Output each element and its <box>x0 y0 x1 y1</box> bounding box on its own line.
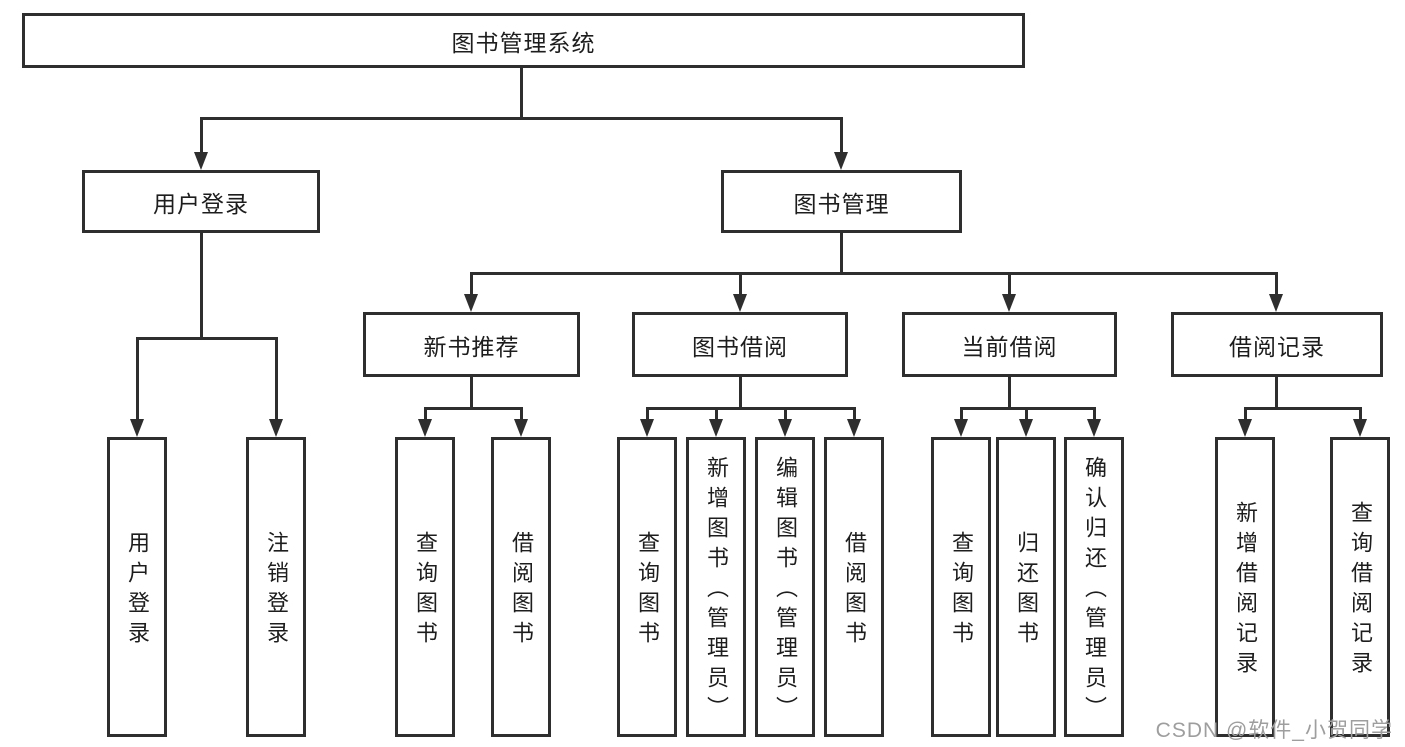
connector-line <box>646 408 649 419</box>
leaf-borrow-query-books: 查询图书 <box>617 437 677 737</box>
leaf-label: 确认归还（管理员） <box>1082 456 1107 726</box>
arrowhead-down <box>1269 294 1283 312</box>
leaf-borrow-edit-books-admin: 编辑图书（管理员） <box>755 437 815 737</box>
arrowhead-down <box>954 419 968 437</box>
connector-line <box>739 273 742 295</box>
leaf-current-confirm-return-admin: 确认归还（管理员） <box>1064 437 1124 737</box>
arrowhead-down <box>418 419 432 437</box>
leaf-records-add-record: 新增借阅记录 <box>1215 437 1275 737</box>
arrowhead-down <box>778 419 792 437</box>
arrowhead-down <box>269 419 283 437</box>
leaf-label: 借阅图书 <box>509 531 534 651</box>
connector-line <box>136 338 139 419</box>
leaf-label: 注销登录 <box>264 531 289 651</box>
node-book-management: 图书管理 <box>721 170 962 233</box>
arrowhead-down <box>1238 419 1252 437</box>
connector-line <box>960 408 963 419</box>
arrowhead-down <box>1002 294 1016 312</box>
leaf-borrow-borrow-books: 借阅图书 <box>824 437 884 737</box>
leaf-label: 新增借阅记录 <box>1233 501 1258 681</box>
connector-line <box>470 375 473 409</box>
arrowhead-down <box>834 152 848 170</box>
leaf-label: 查询图书 <box>413 531 438 651</box>
node-label: 图书借阅 <box>692 333 788 360</box>
node-label: 借阅记录 <box>1229 333 1325 360</box>
connector-line <box>1359 408 1362 419</box>
connector-line <box>853 408 856 419</box>
leaf-records-query-record: 查询借阅记录 <box>1330 437 1390 737</box>
connector-line <box>470 273 473 295</box>
connector-line <box>1093 408 1096 419</box>
connector-line <box>200 118 203 153</box>
leaf-current-return-books: 归还图书 <box>996 437 1056 737</box>
connector-line <box>1244 408 1247 419</box>
node-new-book-recommend: 新书推荐 <box>363 312 580 377</box>
node-current-borrow: 当前借阅 <box>902 312 1117 377</box>
connector-line <box>646 407 856 410</box>
leaf-label: 查询借阅记录 <box>1348 501 1373 681</box>
node-borrow-records: 借阅记录 <box>1171 312 1383 377</box>
leaf-label: 借阅图书 <box>842 531 867 651</box>
arrowhead-down <box>1019 419 1033 437</box>
leaf-user-logout: 注销登录 <box>246 437 306 737</box>
node-library-system: 图书管理系统 <box>22 13 1025 68</box>
leaf-user-login: 用户登录 <box>107 437 167 737</box>
leaf-label: 用户登录 <box>125 531 150 651</box>
arrowhead-down <box>514 419 528 437</box>
leaf-label: 查询图书 <box>635 531 660 651</box>
arrowhead-down <box>709 419 723 437</box>
node-label: 当前借阅 <box>961 333 1058 360</box>
leaf-recommend-query-books: 查询图书 <box>395 437 455 737</box>
leaf-recommend-borrow-books: 借阅图书 <box>491 437 551 737</box>
leaf-label: 编辑图书（管理员） <box>773 456 798 726</box>
connector-line <box>275 338 278 419</box>
connector-line <box>424 407 523 410</box>
connector-line <box>1244 407 1362 410</box>
connector-line <box>1275 375 1278 409</box>
arrowhead-down <box>464 294 478 312</box>
leaf-label: 查询图书 <box>949 531 974 651</box>
connector-line <box>1008 273 1011 295</box>
connector-line <box>200 117 843 120</box>
leaf-label: 新增图书（管理员） <box>704 456 729 726</box>
node-book-borrow: 图书借阅 <box>632 312 848 377</box>
node-user-login: 用户登录 <box>82 170 320 233</box>
leaf-label: 归还图书 <box>1014 531 1039 651</box>
arrowhead-down <box>1087 419 1101 437</box>
arrowhead-down <box>640 419 654 437</box>
connector-line <box>784 408 787 419</box>
connector-line <box>1025 408 1028 419</box>
connector-line <box>1275 273 1278 295</box>
connector-line <box>960 407 1096 410</box>
connector-line <box>424 408 427 419</box>
arrowhead-down <box>847 419 861 437</box>
connector-line <box>1008 375 1011 409</box>
arrowhead-down <box>733 294 747 312</box>
connector-line <box>136 337 278 340</box>
arrowhead-down <box>130 419 144 437</box>
node-label: 图书管理 <box>793 190 890 217</box>
leaf-borrow-add-books-admin: 新增图书（管理员） <box>686 437 746 737</box>
connector-line <box>840 231 843 274</box>
connector-line <box>470 272 1278 275</box>
arrowhead-down <box>194 152 208 170</box>
connector-line <box>715 408 718 419</box>
watermark: CSDN @软件_小贺同学 <box>1155 719 1393 742</box>
connector-line <box>840 118 843 153</box>
connector-line <box>200 231 203 339</box>
connector-line <box>520 66 523 119</box>
connector-line <box>739 375 742 409</box>
leaf-current-query-books: 查询图书 <box>931 437 991 737</box>
arrowhead-down <box>1353 419 1367 437</box>
node-label: 图书管理系统 <box>451 29 596 56</box>
node-label: 新书推荐 <box>423 333 520 360</box>
connector-line <box>520 408 523 419</box>
node-label: 用户登录 <box>153 190 249 217</box>
